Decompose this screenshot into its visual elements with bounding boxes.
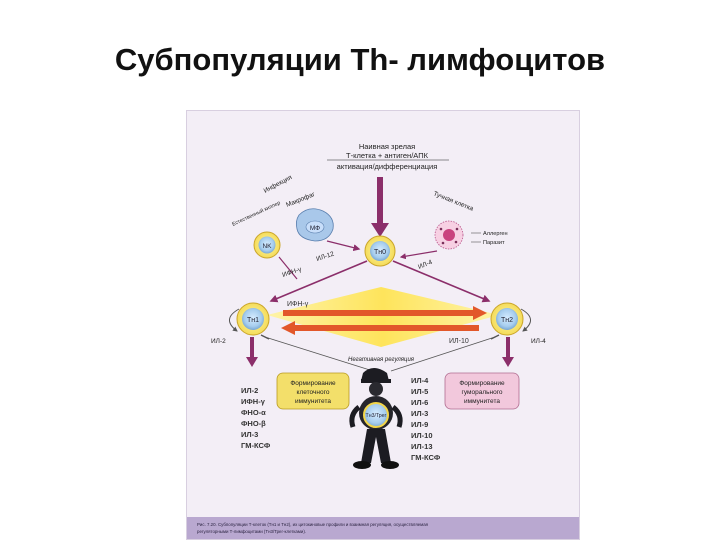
figure-caption-line-1: Рис. 7.20. Субпопуляции Т-клеток (Тн1 и … (197, 522, 429, 527)
arrow-to-th0 (371, 177, 389, 237)
th1-cytokine-list: ИЛ-2 ИФН-γ ФНО-α ФНО-β ИЛ-3 ГМ-КСФ (241, 386, 271, 450)
il2-side-label: ИЛ-2 (211, 338, 226, 345)
th1-label: Тн1 (247, 317, 259, 324)
il4-side-label: ИЛ-4 (531, 338, 546, 345)
ifn-left-label: ИФН-γ (281, 266, 303, 279)
treg-cell (363, 402, 389, 428)
figure-caption-strip: Рис. 7.20. Субпопуляции Т-клеток (Тн1 и … (187, 517, 579, 539)
cell-immunity-line-2: клеточного (297, 389, 330, 396)
right-cytokine: ИЛ-4 (411, 376, 429, 385)
humoral-immunity-box (444, 372, 520, 410)
mf-label: МФ (310, 225, 320, 232)
infection-label: Инфекция (263, 174, 294, 195)
il12-label: ИЛ-12 (315, 250, 335, 262)
cross-regulation-band (267, 287, 499, 347)
band-left-label: ИФН-γ (287, 301, 309, 308)
humoral-immunity-line-2: гуморального (461, 389, 502, 396)
right-cytokine: ИЛ-5 (411, 387, 428, 396)
left-cytokine: ИЛ-2 (241, 386, 258, 395)
treg-figure: Тн3/Трег (349, 368, 403, 469)
humoral-immunity-line-3: иммунитета (464, 398, 500, 405)
cell-immunity-box (276, 372, 350, 410)
macrophage-label: Макрофаг (285, 191, 316, 209)
arrow-th1-to-th2 (283, 306, 487, 320)
parasite-label: Паразит (483, 240, 505, 246)
left-cytokine: ИФН-γ (241, 397, 266, 406)
humoral-immunity-line-1: Формирование (459, 380, 505, 387)
nk-label: NK (262, 243, 272, 250)
arrow-th2-to-th1 (281, 321, 479, 335)
naive-cell-line-2: Т-клетка + антиген/АПК (346, 151, 429, 160)
naive-cell-line-1: Наивная зрелая (359, 142, 415, 151)
negative-regulation-label: Негативная регуляция (348, 357, 415, 363)
right-cytokine: ИЛ-9 (411, 420, 428, 429)
left-cytokine: ФНО-β (241, 419, 266, 428)
th2-cytokine-list: ИЛ-4 ИЛ-5 ИЛ-6 ИЛ-3 ИЛ-9 ИЛ-10 ИЛ-13 ГМ-… (411, 376, 441, 462)
diagram-canvas: Наивная зрелая Т-клетка + антиген/АПК ак… (211, 142, 546, 469)
left-cytokine: ФНО-α (241, 408, 266, 417)
left-cytokine: ИЛ-3 (241, 430, 258, 439)
mast-label: Тучная клетка (432, 190, 474, 213)
right-cytokine: ИЛ-3 (411, 409, 428, 418)
band-right-label: ИЛ-10 (449, 338, 469, 345)
th2-label: Тн2 (501, 317, 513, 324)
slide-title: Субпопуляции Th- лимфоцитов (114, 42, 606, 77)
right-cytokine: ИЛ-10 (411, 431, 433, 440)
left-cytokine: ГМ-КСФ (241, 441, 271, 450)
right-cytokine: ИЛ-13 (411, 442, 433, 451)
treg-label: Тн3/Трег (366, 413, 387, 419)
cell-immunity-line-3: иммунитета (295, 398, 331, 405)
nk-full-label: Естественный киллер (231, 199, 282, 228)
allergen-label: Аллерген (483, 231, 508, 237)
figure-caption-line-2: регуляторными Т-лимфоцитами (Тн3/Трег-кл… (197, 529, 306, 534)
right-cytokine: ГМ-КСФ (411, 453, 441, 462)
naive-cell-line-3: активация/дифференциация (337, 162, 438, 171)
diagram-figure: Наивная зрелая Т-клетка + антиген/АПК ак… (186, 110, 580, 540)
th0-label: Тн0 (374, 249, 386, 256)
cell-immunity-line-1: Формирование (290, 380, 336, 387)
il4-top-label: ИЛ-4 (417, 259, 434, 271)
right-cytokine: ИЛ-6 (411, 398, 428, 407)
